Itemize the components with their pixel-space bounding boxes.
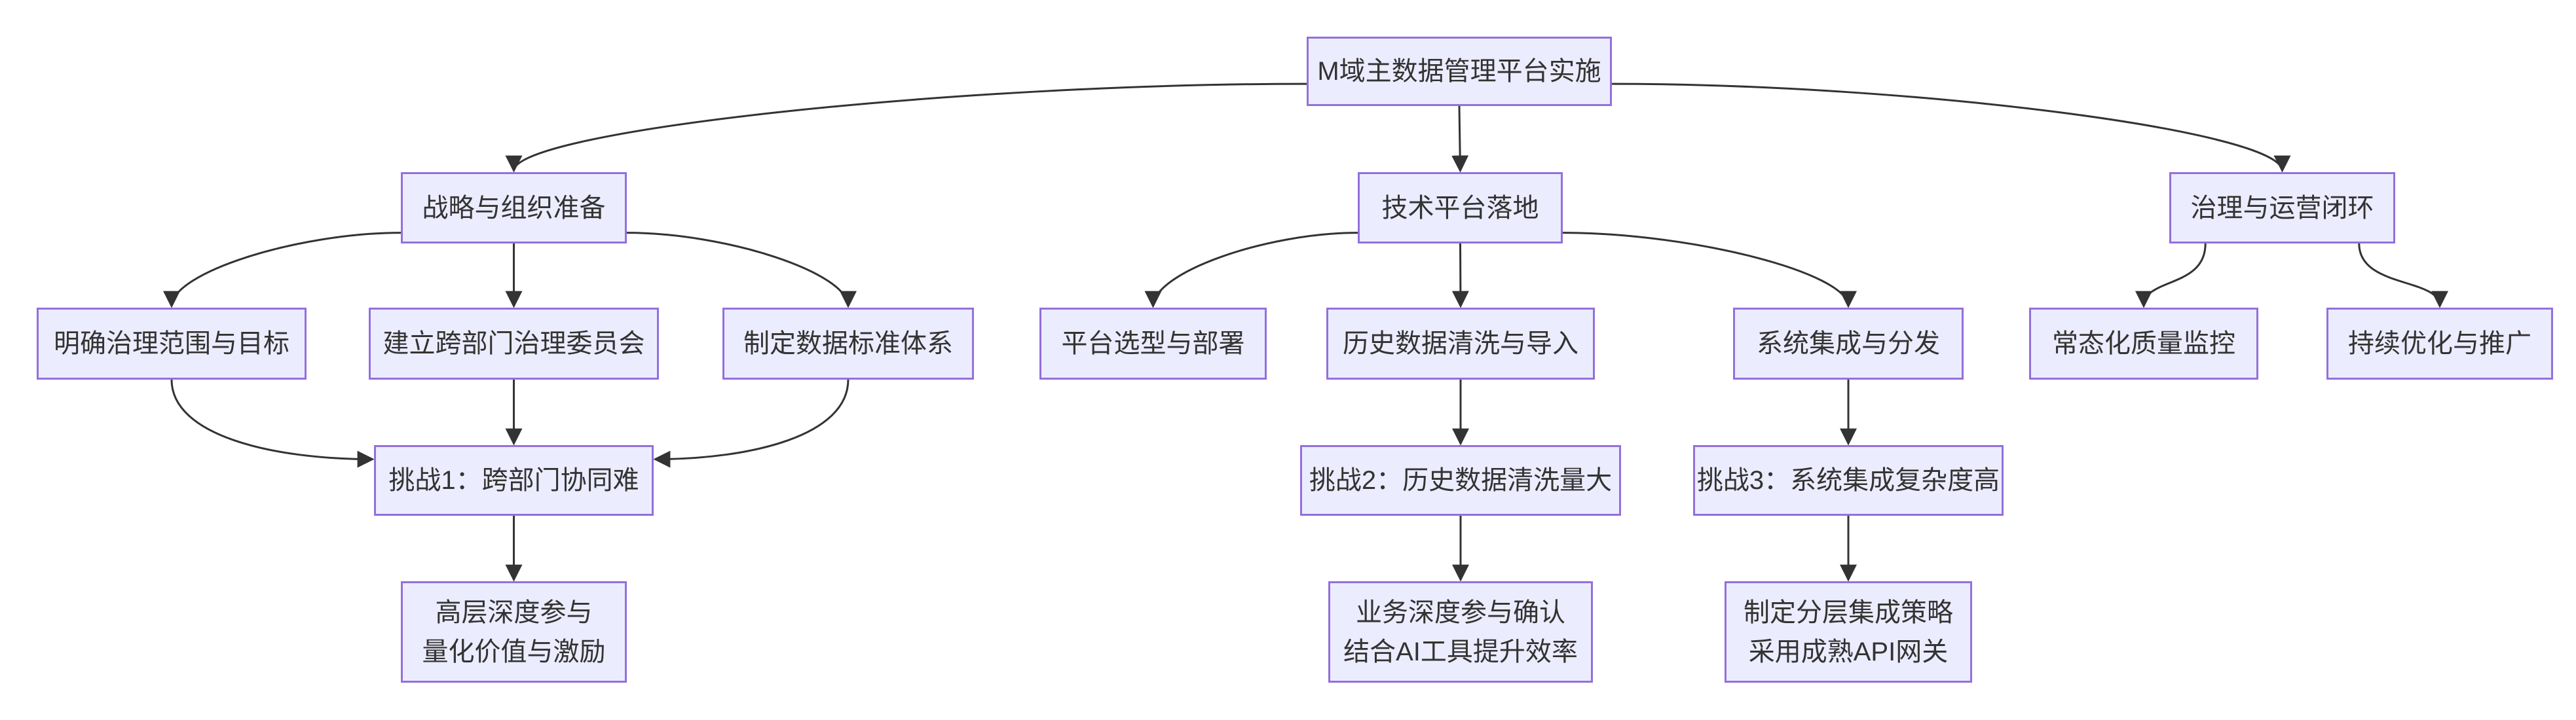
node-sol2: 业务深度参与确认 结合AI工具提升效率 [1328,581,1593,683]
node-standard: 制定数据标准体系 [722,308,974,380]
node-challenge1: 挑战1：跨部门协同难 [374,445,654,516]
edge-gov-promote [2358,243,2448,308]
node-committee: 建立跨部门治理委员会 [369,308,659,380]
node-integration: 系统集成与分发 [1733,308,1964,380]
node-challenge2: 挑战2：历史数据清洗量大 [1300,445,1621,516]
node-monitor: 常态化质量监控 [2029,308,2258,380]
node-sol3: 制定分层集成策略 采用成熟API网关 [1725,581,1972,683]
edge-strategy-standard [626,232,857,308]
node-root: M域主数据管理平台实施 [1307,37,1612,106]
edge-standard-challenge1 [653,379,849,468]
edge-root-strategy [505,82,1307,173]
edge-tech-platform [1144,232,1358,308]
node-scope: 明确治理范围与目标 [37,308,307,380]
node-challenge3: 挑战3：系统集成复杂度高 [1693,445,2004,516]
node-promote: 持续优化与推广 [2326,308,2553,380]
edge-root-tech [1451,105,1469,173]
edge-tech-integration [1562,232,1857,308]
edge-strategy-scope [163,232,401,308]
node-platform: 平台选型与部署 [1039,308,1267,380]
edge-gov-monitor [2135,243,2207,308]
edge-scope-challenge1 [170,379,375,468]
node-gov: 治理与运营闭环 [2169,172,2395,243]
node-sol1: 高层深度参与 量化价值与激励 [401,581,627,683]
node-strategy: 战略与组织准备 [401,172,627,243]
node-history: 历史数据清洗与导入 [1326,308,1595,380]
node-tech: 技术平台落地 [1358,172,1563,243]
edge-root-gov [1611,82,2291,173]
